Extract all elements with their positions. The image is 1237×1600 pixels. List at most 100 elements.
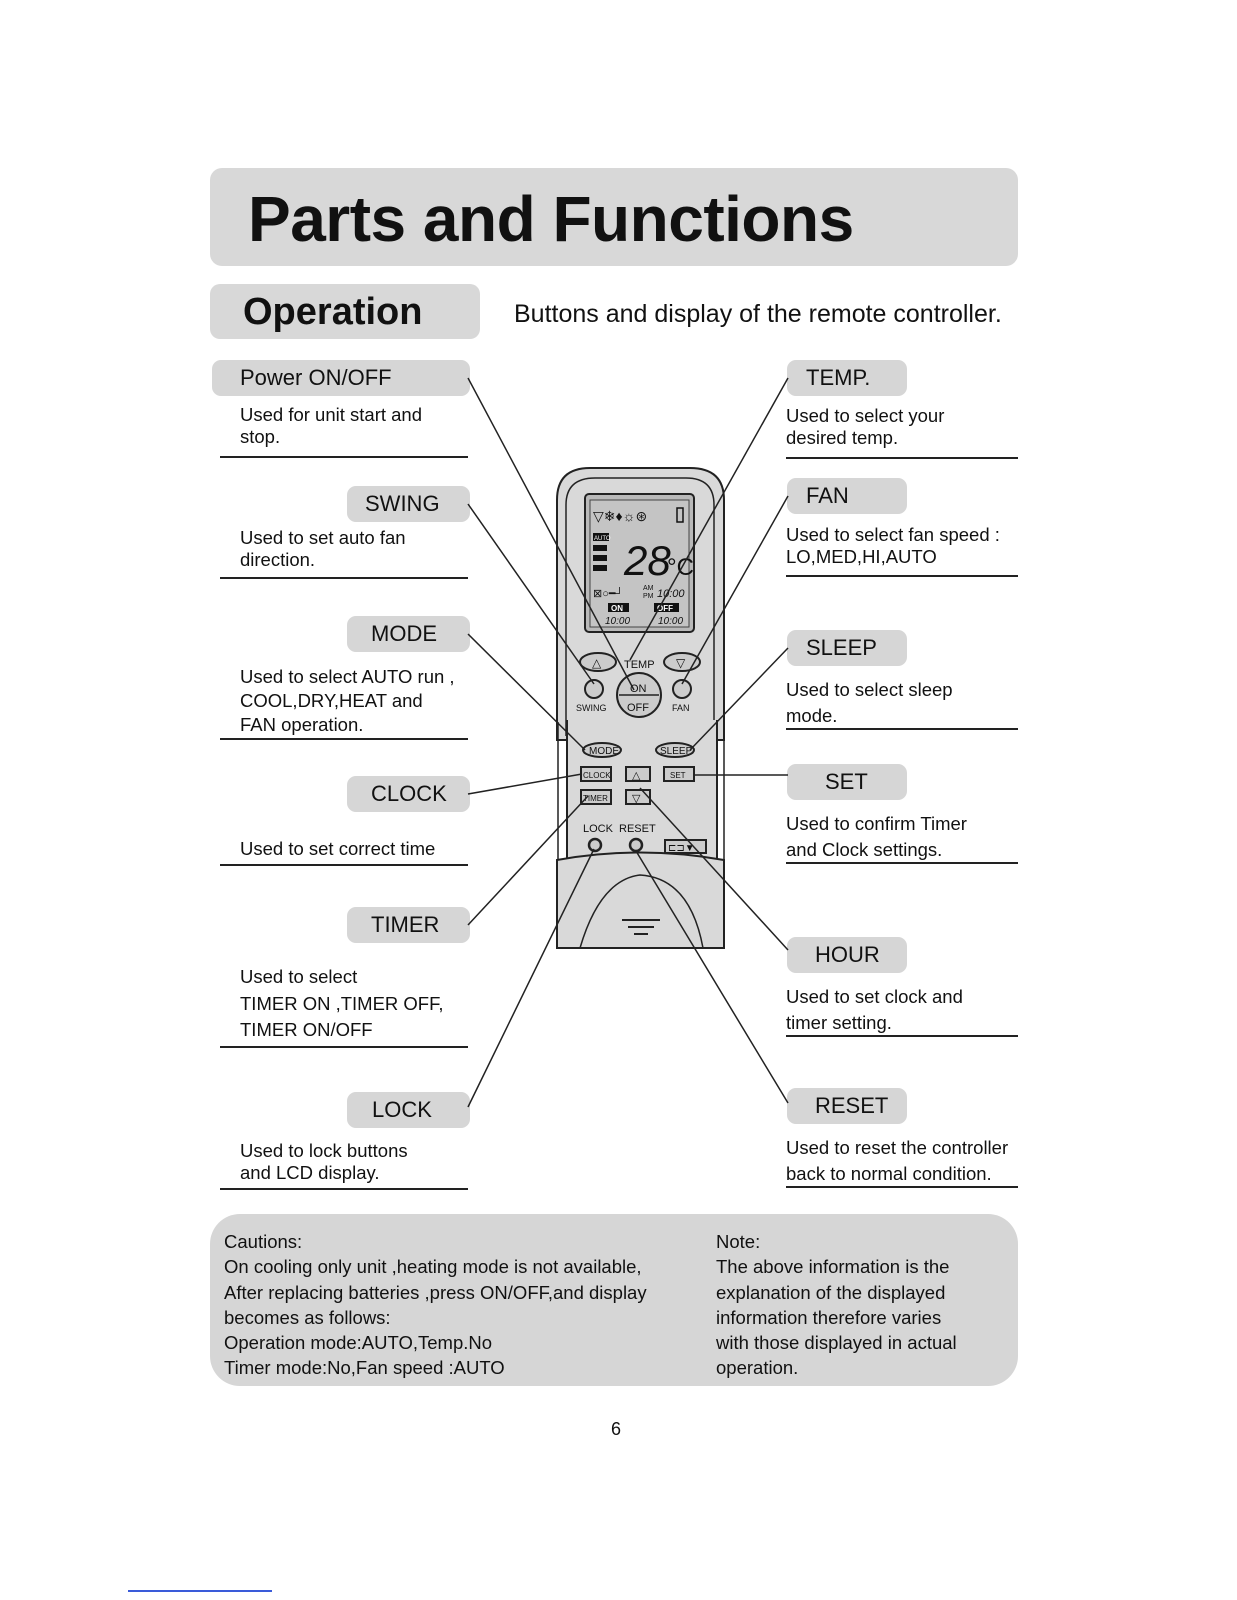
lcd-off-badge bbox=[654, 603, 679, 612]
lcd-on-text: ON bbox=[611, 604, 623, 613]
lcd-am: AM bbox=[643, 585, 654, 592]
cautions-line: Operation mode:AUTO,Temp.No bbox=[224, 1332, 493, 1354]
temp-rule bbox=[786, 457, 1018, 459]
mode-tag: MODE bbox=[347, 616, 470, 652]
temp-up-icon: △ bbox=[592, 656, 602, 670]
remote-upper-inner bbox=[565, 477, 715, 736]
note-line: explanation of the displayed bbox=[716, 1281, 946, 1303]
lcd-battery-icon bbox=[676, 507, 684, 523]
lcd-off-text: OFF bbox=[657, 604, 673, 613]
timer-tag: TIMER bbox=[347, 907, 470, 943]
lock-tag-label: LOCK bbox=[372, 1097, 432, 1122]
fan-label: FAN bbox=[672, 703, 690, 713]
cautions-line: On cooling only unit ,heating mode is no… bbox=[224, 1256, 642, 1278]
sleep-button-label: SLEEP bbox=[660, 746, 693, 757]
mode-desc-line: COOL,DRY,HEAT and bbox=[240, 690, 423, 711]
sleep-rule bbox=[786, 728, 1018, 730]
clock-desc: Used to set correct time bbox=[240, 838, 435, 860]
lock-desc-line: and LCD display. bbox=[240, 1162, 380, 1183]
fan-leader bbox=[681, 495, 789, 685]
mode-desc-line: FAN operation. bbox=[240, 714, 364, 735]
page-subtitle: Buttons and display of the remote contro… bbox=[514, 300, 1002, 328]
lock-desc-line: Used to lock buttons bbox=[240, 1140, 408, 1161]
reset-tag: RESET bbox=[787, 1088, 907, 1124]
hour-up-button[interactable] bbox=[625, 766, 651, 782]
clock-desc-line: Used to set correct time bbox=[240, 838, 436, 859]
lcd-temp-unit: °C bbox=[667, 554, 694, 581]
page-title: Parts and Functions bbox=[248, 183, 854, 255]
lcd-fan-bar bbox=[593, 545, 607, 551]
lock-label: LOCK bbox=[583, 823, 614, 835]
lock-tag: LOCK bbox=[347, 1092, 470, 1128]
reset-desc-line: Used to reset the controller bbox=[786, 1137, 1009, 1158]
power-desc-line: Used for unit start and bbox=[240, 404, 423, 425]
title-band bbox=[210, 168, 1018, 266]
swing-leader bbox=[467, 503, 595, 685]
timer-button-label: TIMER bbox=[583, 794, 608, 803]
fan-desc: Used to select fan speed :LO,MED,HI,AUTO bbox=[786, 524, 1000, 568]
hour-rule bbox=[786, 1035, 1018, 1037]
remote-cover-curve bbox=[579, 874, 704, 949]
reset-rule bbox=[786, 1186, 1018, 1188]
set-button[interactable] bbox=[663, 766, 695, 782]
timer-desc-line: Used to select bbox=[240, 966, 358, 987]
swing-label: SWING bbox=[576, 703, 607, 713]
lcd-timer-on-time: 10:00 bbox=[605, 616, 630, 627]
footer-link-underline[interactable] bbox=[128, 1590, 272, 1592]
hour-up-icon: △ bbox=[632, 770, 641, 782]
remote-bottom-cover bbox=[556, 851, 725, 949]
lcd-clock-time: 10:00 bbox=[657, 588, 685, 600]
lock-leader bbox=[467, 848, 595, 1108]
cautions-text: Cautions: On cooling only unit ,heating … bbox=[224, 1229, 647, 1381]
clock-tag: CLOCK bbox=[347, 776, 470, 812]
lock-button[interactable] bbox=[587, 837, 603, 853]
power-off-label: OFF bbox=[627, 702, 649, 714]
temp-tag-label: TEMP. bbox=[806, 365, 871, 390]
mode-desc-line: Used to select AUTO run , bbox=[240, 666, 455, 687]
timer-desc-line: TIMER ON ,TIMER OFF, bbox=[240, 992, 444, 1014]
mode-rule bbox=[220, 738, 468, 740]
lcd-temp: 28 bbox=[623, 537, 671, 584]
power-leader bbox=[467, 377, 635, 691]
timer-tag-label: TIMER bbox=[371, 912, 440, 937]
sleep-button[interactable] bbox=[655, 742, 695, 758]
hour-down-button[interactable] bbox=[625, 789, 651, 805]
temp-down-button[interactable] bbox=[663, 652, 701, 672]
sleep-tag: SLEEP bbox=[787, 630, 907, 666]
power-tag: Power ON/OFF bbox=[212, 360, 470, 396]
set-desc-line: and Clock settings. bbox=[786, 839, 943, 860]
timer-button[interactable] bbox=[580, 789, 612, 805]
fan-button[interactable] bbox=[672, 679, 692, 699]
swing-desc-line: direction. bbox=[240, 549, 316, 570]
lcd-timer-off-time: 10:00 bbox=[658, 616, 683, 627]
clock-tag-label: CLOCK bbox=[371, 781, 447, 806]
fan-rule bbox=[786, 575, 1018, 577]
clock-button-label: CLOCK bbox=[583, 771, 611, 780]
clock-leader bbox=[467, 773, 583, 795]
temp-up-button[interactable] bbox=[579, 652, 617, 672]
temp-down-icon: ▽ bbox=[676, 656, 686, 670]
hour-tag-label: HOUR bbox=[815, 942, 880, 967]
mode-button[interactable] bbox=[582, 742, 622, 758]
hour-leader bbox=[639, 787, 789, 951]
note-text: Note: The above information is the expla… bbox=[716, 1229, 957, 1381]
temp-label: TEMP bbox=[624, 659, 655, 671]
mode-tag-label: MODE bbox=[371, 621, 437, 646]
swing-tag-label: SWING bbox=[365, 491, 440, 516]
swing-desc-line: Used to set auto fan bbox=[240, 527, 406, 548]
reset-leader bbox=[635, 850, 789, 1104]
clock-rule bbox=[220, 864, 468, 866]
reset-button[interactable] bbox=[628, 837, 644, 853]
lcd-pm: PM bbox=[643, 593, 654, 600]
sleep-leader bbox=[689, 647, 789, 751]
swing-button[interactable] bbox=[584, 679, 604, 699]
